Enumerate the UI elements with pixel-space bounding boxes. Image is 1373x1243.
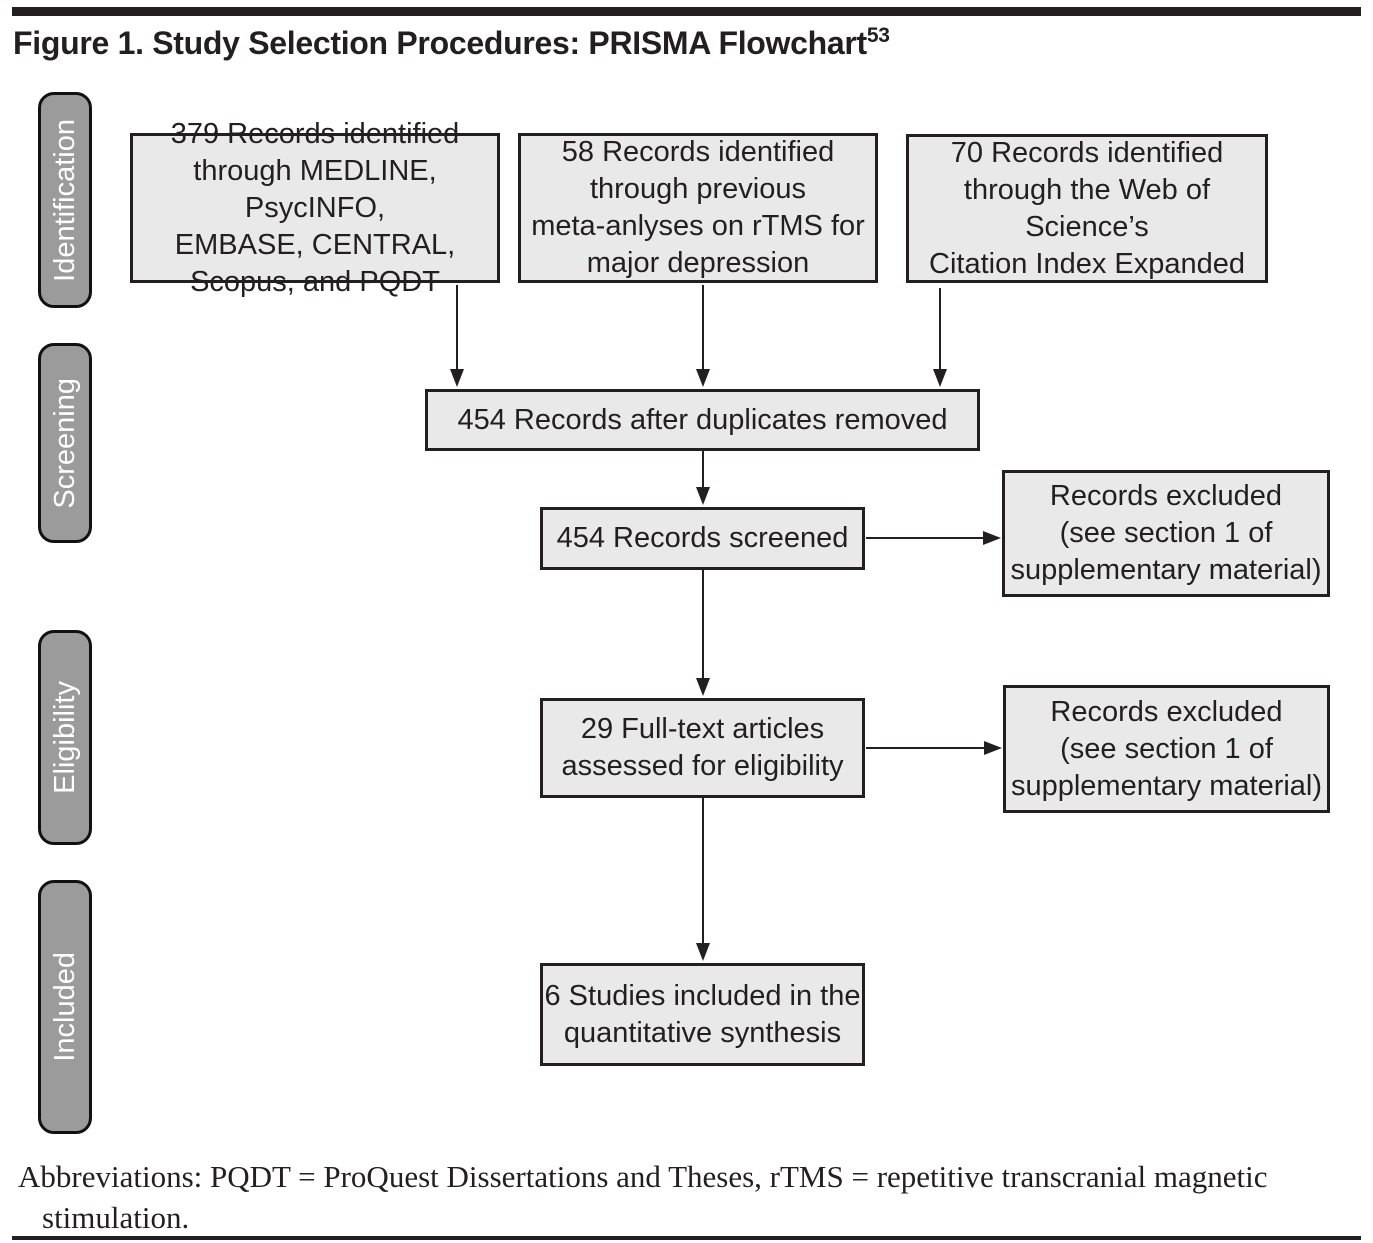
figure-title-reference-superscript: 53	[866, 24, 890, 47]
box-fulltext-assessed: 29 Full-text articles assessed for eligi…	[540, 698, 865, 798]
box-studies-included: 6 Studies included in the quantitative s…	[540, 963, 865, 1066]
arrowhead-down-icon	[696, 943, 710, 961]
arrowhead-right-icon	[983, 531, 1001, 545]
stage-label-included: Included	[38, 880, 92, 1134]
arrowhead-down-icon	[696, 678, 710, 696]
figure-title-text: Figure 1. Study Selection Procedures: PR…	[13, 25, 867, 61]
arrow-web-of-science-to-duplicates	[933, 288, 947, 387]
arrow-meta-analyses-to-duplicates	[696, 285, 710, 387]
abbreviations-footnote: Abbreviations: PQDT = ProQuest Dissertat…	[18, 1159, 1268, 1235]
arrow-databases-to-duplicates	[450, 285, 464, 387]
box-records-excluded-screening: Records excluded (see section 1 of suppl…	[1002, 470, 1330, 597]
arrowhead-down-icon	[696, 369, 710, 387]
arrow-fulltext-to-included	[696, 798, 710, 961]
stage-label-eligibility: Eligibility	[38, 630, 92, 845]
stage-label-identification-text: Identification	[48, 118, 81, 282]
arrow-duplicates-to-screened	[696, 451, 710, 505]
stage-label-screening-text: Screening	[48, 377, 81, 509]
arrow-fulltext-to-excluded	[866, 741, 1002, 755]
arrow-screened-to-excluded	[866, 531, 1001, 545]
arrowhead-down-icon	[933, 369, 947, 387]
stage-label-screening: Screening	[38, 343, 92, 543]
box-records-identified-web-of-science: 70 Records identified through the Web of…	[906, 134, 1268, 283]
bottom-rule	[12, 1236, 1361, 1240]
arrowhead-right-icon	[984, 741, 1002, 755]
box-records-identified-databases: 379 Records identified through MEDLINE, …	[130, 118, 500, 298]
box-records-identified-meta-analyses: 58 Records identified through previous m…	[518, 133, 878, 283]
top-rule	[12, 7, 1361, 16]
box-records-after-duplicates-removed: 454 Records after duplicates removed	[425, 389, 980, 451]
arrow-screened-to-fulltext	[696, 570, 710, 696]
figure-title: Figure 1. Study Selection Procedures: PR…	[13, 24, 890, 62]
stage-label-eligibility-text: Eligibility	[48, 681, 81, 794]
arrowhead-down-icon	[450, 369, 464, 387]
box-records-excluded-eligibility: Records excluded (see section 1 of suppl…	[1003, 685, 1330, 813]
arrowhead-down-icon	[696, 487, 710, 505]
stage-label-identification: Identification	[38, 92, 92, 308]
stage-label-included-text: Included	[48, 952, 81, 1062]
box-records-screened: 454 Records screened	[540, 507, 865, 570]
